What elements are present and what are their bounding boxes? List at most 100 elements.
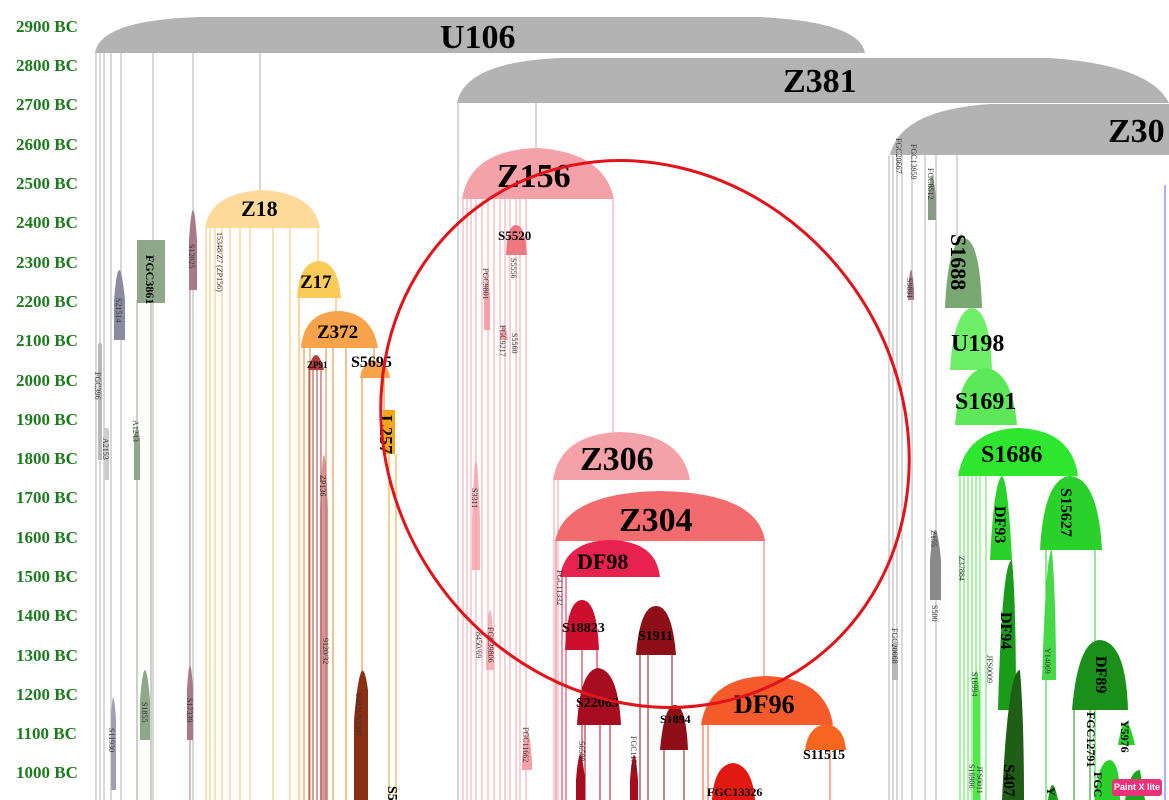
label-df94: DF94 bbox=[997, 612, 1014, 649]
vlabel-s500: S500 bbox=[930, 605, 939, 621]
vlabel-a1243: A1243 bbox=[131, 420, 140, 442]
label-u198: U198 bbox=[951, 331, 1004, 357]
axis-label-2400: 2400 BC bbox=[16, 213, 78, 232]
z30-dome bbox=[890, 104, 1169, 155]
label-s1911: S1911 bbox=[638, 629, 673, 644]
z30-group bbox=[892, 175, 1166, 800]
axis-label-1300: 1300 BC bbox=[16, 646, 78, 665]
vlabel-y5976: Y5976 bbox=[1118, 720, 1132, 753]
vlabel-jfs0011: JFS0011 bbox=[975, 766, 984, 794]
vlabel-fgc20668: FGC20668 bbox=[890, 628, 899, 664]
z381-dome bbox=[457, 58, 1169, 103]
vlabel-s407: S407 bbox=[1000, 764, 1017, 797]
vlabel-fgc13959: FGC13959 bbox=[909, 144, 918, 180]
axis-label-1000: 1000 BC bbox=[16, 763, 78, 782]
vlabel-z37884: Z37884 bbox=[957, 556, 966, 581]
vlabel-a2153: A2153 bbox=[101, 438, 110, 460]
axis-label-1400: 1400 BC bbox=[16, 606, 78, 625]
label-s1894: S1894 bbox=[660, 712, 691, 726]
vlabel-fgc39806: FGC39806 bbox=[486, 627, 495, 663]
vlabel-y14069: Y14069 bbox=[1043, 648, 1052, 674]
vlabel-fgc11662: FGC11662 bbox=[521, 727, 530, 762]
label-df98: DF98 bbox=[577, 549, 628, 574]
vlabel-z155: Z155 bbox=[929, 530, 938, 547]
label-z306: Z306 bbox=[580, 441, 654, 478]
axis-label-2000: 2000 BC bbox=[16, 371, 78, 390]
vlabel-s5556: S5556 bbox=[509, 258, 518, 278]
vlabel-s1855: S1855 bbox=[140, 702, 149, 722]
axis-label-1800: 1800 BC bbox=[16, 449, 78, 468]
axis-label-1600: 1600 BC bbox=[16, 528, 78, 547]
label-s1691: S1691 bbox=[955, 389, 1016, 415]
vlabel-8450: 8450/69 bbox=[474, 632, 483, 658]
vlabel-fgc3861: FGC3861 bbox=[143, 255, 157, 304]
vlabel-jfs0009: JFS0009 bbox=[985, 655, 994, 683]
vlabel-fgc20667: FGC20667 bbox=[894, 138, 903, 174]
label-z17: Z17 bbox=[300, 272, 332, 293]
axis-label-1500: 1500 BC bbox=[16, 567, 78, 586]
label-s1686: S1686 bbox=[981, 442, 1042, 468]
axis-label-2500: 2500 BC bbox=[16, 174, 78, 193]
vlabel-s6589: S6589 bbox=[577, 741, 586, 761]
label-s5520: S5520 bbox=[498, 228, 531, 243]
axis-label-2200: 2200 BC bbox=[16, 292, 78, 311]
vlabel-s5: S5 bbox=[384, 786, 399, 800]
vlabel-fgc: FGC bbox=[1091, 772, 1105, 797]
vlabel-fgc9801: FGC9801 bbox=[481, 268, 490, 300]
axis-label-1200: 1200 BC bbox=[16, 685, 78, 704]
vlabel-fgc11748: FGC11748 bbox=[629, 736, 638, 771]
vlabel-zp136: ZP136 bbox=[318, 475, 327, 496]
vlabel-s5560: S5560 bbox=[510, 333, 519, 353]
label-s18823: S18823 bbox=[562, 621, 605, 636]
vlabel-s12025: S12025 bbox=[187, 244, 196, 268]
label-z18: Z18 bbox=[241, 196, 278, 221]
axis-label-1700: 1700 BC bbox=[16, 488, 78, 507]
vlabel-fgc12791: FGC12791 bbox=[1084, 712, 1098, 767]
vlabel-fgc8512: FGC8512 bbox=[926, 168, 935, 200]
label-df93: DF93 bbox=[991, 506, 1008, 543]
vlabel-s16906: S16906 bbox=[967, 764, 976, 788]
z306-group bbox=[553, 432, 846, 800]
vlabel-s4031: S4031/S3207 bbox=[354, 693, 363, 736]
vlabel-s11930: S11930 bbox=[107, 728, 116, 752]
gray-stems bbox=[95, 53, 958, 800]
label-z304: Z304 bbox=[619, 502, 693, 539]
vlabel-s21514: S21514 bbox=[114, 298, 123, 322]
label-s11515: S11515 bbox=[803, 748, 845, 763]
label-zp91: ZP91 bbox=[307, 360, 328, 370]
axis-label-2900: 2900 BC bbox=[16, 17, 78, 36]
label-df89: DF89 bbox=[1092, 656, 1109, 693]
label-fgc13326: FGC13326 bbox=[707, 785, 762, 799]
time-axis: 2900 BC 2800 BC 2700 BC 2600 BC 2500 BC … bbox=[16, 17, 78, 782]
vertical-labels: FGC396 A2153 S21514 FGC3861 A1243 S1855 … bbox=[93, 138, 1132, 800]
axis-label-2300: 2300 BC bbox=[16, 253, 78, 272]
axis-label-1900: 1900 BC bbox=[16, 410, 78, 429]
vlabel-y: Y bbox=[1044, 787, 1058, 796]
axis-label-1100: 1100 BC bbox=[16, 724, 77, 743]
axis-label-2800: 2800 BC bbox=[16, 56, 78, 75]
highlight-ellipse bbox=[379, 159, 911, 709]
vlabel-s3311: S3311 bbox=[470, 488, 479, 508]
left-lineages bbox=[98, 210, 197, 800]
label-s15627: S15627 bbox=[1057, 488, 1074, 537]
label-l257: L257 bbox=[376, 415, 396, 454]
vlabel-fgc11332: FGC11332 bbox=[555, 570, 564, 605]
vlabel-s16994: S16994 bbox=[970, 672, 979, 696]
vlabel-s9891: S9891 bbox=[905, 278, 914, 298]
gray-clades bbox=[95, 17, 1169, 155]
label-df96: DF96 bbox=[734, 690, 795, 719]
label-z381: Z381 bbox=[783, 63, 857, 100]
axis-label-2100: 2100 BC bbox=[16, 331, 78, 350]
u106-dome bbox=[95, 17, 865, 53]
paint-x-lite-badge[interactable]: Paint X lite bbox=[1112, 779, 1162, 796]
axis-label-2700: 2700 BC bbox=[16, 95, 78, 114]
vlabel-9120: 9120/32 bbox=[321, 638, 330, 664]
vlabel-s17339: S17339 bbox=[185, 698, 194, 722]
axis-label-2600: 2600 BC bbox=[16, 135, 78, 154]
vlabel-fgc396: FGC396 bbox=[93, 372, 102, 400]
vlabel-z7-group: 15348/Z7 (ZP156) bbox=[215, 232, 224, 292]
label-s5695: S5695 bbox=[351, 354, 392, 371]
label-s1688: S1688 bbox=[946, 234, 971, 290]
label-u106: U106 bbox=[440, 19, 516, 56]
